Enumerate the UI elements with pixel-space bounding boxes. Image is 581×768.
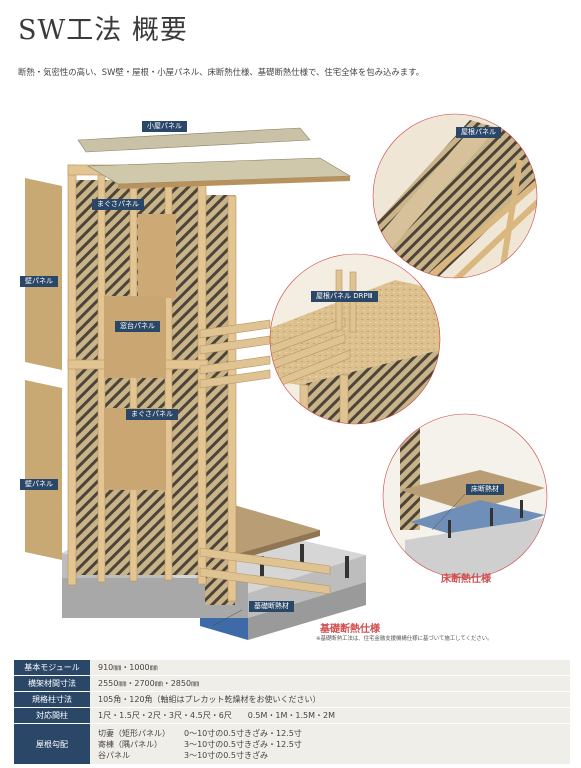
label-madodai-panel: 窓台パネル (115, 321, 160, 332)
label-magusa-panel-top: まぐさパネル (92, 199, 144, 210)
spec-label: 基本モジュール (14, 660, 90, 676)
koya-panels (77, 127, 352, 189)
spec-value: 910㎜・1000㎜ (90, 660, 570, 676)
page-title: SW工法 概要 (18, 15, 188, 46)
page-subtitle: 断熱・気密性の高い、SW壁・屋根・小屋パネル、床断熱仕様、基礎断熱仕様で、住宅全… (18, 67, 425, 77)
label-yane-panel: 屋根パネル (456, 127, 501, 138)
floor-insulation-detail (382, 413, 548, 579)
house-structure-illustration (25, 113, 548, 640)
label-koya-panel: 小屋パネル (142, 121, 187, 132)
spec-value: 105角・120角（軸組はプレカット乾燥材をお使いください） (90, 691, 570, 708)
label-yane-panel-drp: 屋根パネル DRPⅢ (311, 291, 378, 302)
footnote: ※基礎断熱工法は、住宅金融支援機構仕様に基づいて施工してください。 (316, 636, 493, 642)
wall-panels-left (25, 178, 62, 560)
spec-label: 対応間柱 (14, 707, 90, 724)
roof-value: 3～10寸の0.5寸きざみ・12.5寸 (184, 739, 302, 749)
roof-value: 3～10寸の0.5寸きざみ (184, 750, 268, 760)
roof-row: 切妻（矩形パネル） 0～10寸の0.5寸きざみ・12.5寸 (98, 728, 562, 739)
spec-table: 基本モジュール 910㎜・1000㎜ 横架材間寸法 2550㎜・2700㎜・28… (14, 660, 570, 765)
label-magusa-panel-bottom: まぐさパネル (126, 409, 178, 420)
roof-type: 切妻（矩形パネル） (98, 728, 170, 738)
spec-label: 屋根勾配 (14, 723, 90, 765)
roof-panel-drp-detail (269, 253, 441, 425)
caption-yuka-dannetsu-shiyou: 床断熱仕様 (441, 574, 491, 585)
roof-panel-detail (372, 113, 538, 279)
spec-value: 切妻（矩形パネル） 0～10寸の0.5寸きざみ・12.5寸 寄棟（隅パネル） 3～1… (90, 723, 570, 765)
wall-structure (67, 164, 331, 605)
roof-type: 谷パネル (98, 750, 130, 760)
roof-type: 寄棟（隅パネル） (98, 739, 162, 749)
label-kabe-panel-bottom: 壁パネル (20, 479, 58, 490)
roof-row: 谷パネル 3～10寸の0.5寸きざみ (98, 750, 562, 761)
table-row: 横架材間寸法 2550㎜・2700㎜・2850㎜ (14, 675, 570, 692)
spec-label: 規格柱寸法 (14, 691, 90, 708)
caption-kiso-dannetsu-shiyou: 基礎断熱仕様 (320, 624, 380, 635)
spec-value: 2550㎜・2700㎜・2850㎜ (90, 675, 570, 692)
table-row: 対応間柱 1尺・1.5尺・2尺・3尺・4.5尺・6尺 0.5M・1M・1.5M・… (14, 707, 570, 724)
table-row: 基本モジュール 910㎜・1000㎜ (14, 660, 570, 676)
table-row: 規格柱寸法 105角・120角（軸組はプレカット乾燥材をお使いください） (14, 691, 570, 708)
table-row: 屋根勾配 切妻（矩形パネル） 0～10寸の0.5寸きざみ・12.5寸 寄棟（隅パネ… (14, 723, 570, 765)
roof-row: 寄棟（隅パネル） 3～10寸の0.5寸きざみ・12.5寸 (98, 739, 562, 750)
roof-value: 0～10寸の0.5寸きざみ・12.5寸 (184, 728, 302, 738)
spec-value: 1尺・1.5尺・2尺・3尺・4.5尺・6尺 0.5M・1M・1.5M・2M (90, 707, 570, 724)
label-kabe-panel-top: 壁パネル (20, 276, 58, 287)
label-kiso-dannetsuzai: 基礎断熱材 (249, 601, 294, 612)
label-yuka-dannetsuzai: 床断熱材 (466, 484, 504, 495)
spec-label: 横架材間寸法 (14, 675, 90, 692)
